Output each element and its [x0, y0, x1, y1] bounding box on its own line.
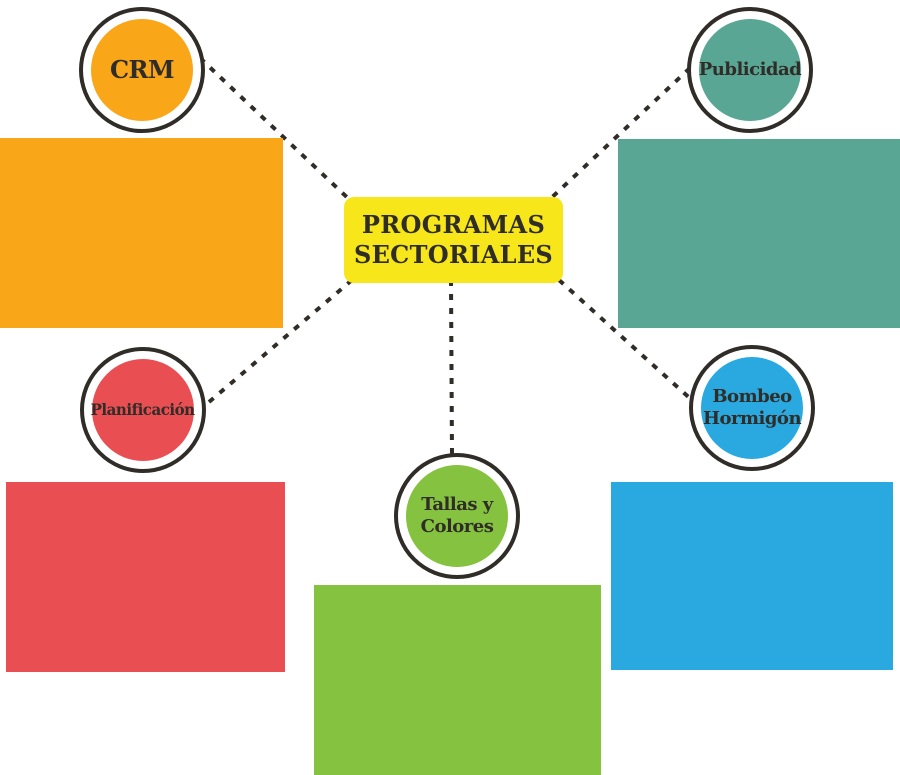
central-topic[interactable]: PROGRAMAS SECTORIALES [344, 197, 563, 283]
panel-bombeo-hormigon [611, 482, 893, 670]
connector-bombeo-hormigon [557, 278, 696, 404]
node-publicidad[interactable]: Publicidad [687, 7, 813, 133]
node-bombeo-hormigon-disc: Bombeo Hormigón [701, 357, 803, 459]
panel-crm [0, 138, 283, 328]
connector-publicidad [546, 66, 692, 203]
node-bombeo-hormigon[interactable]: Bombeo Hormigón [689, 345, 815, 471]
node-crm-label: CRM [109, 55, 175, 85]
node-tallas-colores-disc: Tallas y Colores [406, 465, 508, 567]
central-topic-label: PROGRAMAS SECTORIALES [353, 210, 554, 269]
node-tallas-colores[interactable]: Tallas y Colores [394, 453, 520, 579]
node-tallas-colores-label: Tallas y Colores [420, 494, 494, 537]
node-planificacion-disc: Planificación [90, 359, 196, 461]
node-bombeo-hormigon-label: Bombeo Hormigón [702, 386, 802, 429]
node-crm[interactable]: CRM [79, 7, 205, 133]
panel-planificacion [6, 482, 285, 672]
panel-tallas-colores [314, 585, 601, 775]
connector-planificacion [200, 278, 354, 410]
node-crm-disc: CRM [91, 19, 193, 121]
node-publicidad-label: Publicidad [698, 58, 802, 80]
panel-publicidad [618, 139, 900, 328]
node-publicidad-disc: Publicidad [698, 19, 802, 121]
connector-tallas-colores [449, 279, 454, 457]
node-planificacion-label: Planificación [90, 400, 196, 420]
node-planificacion[interactable]: Planificación [80, 347, 206, 473]
